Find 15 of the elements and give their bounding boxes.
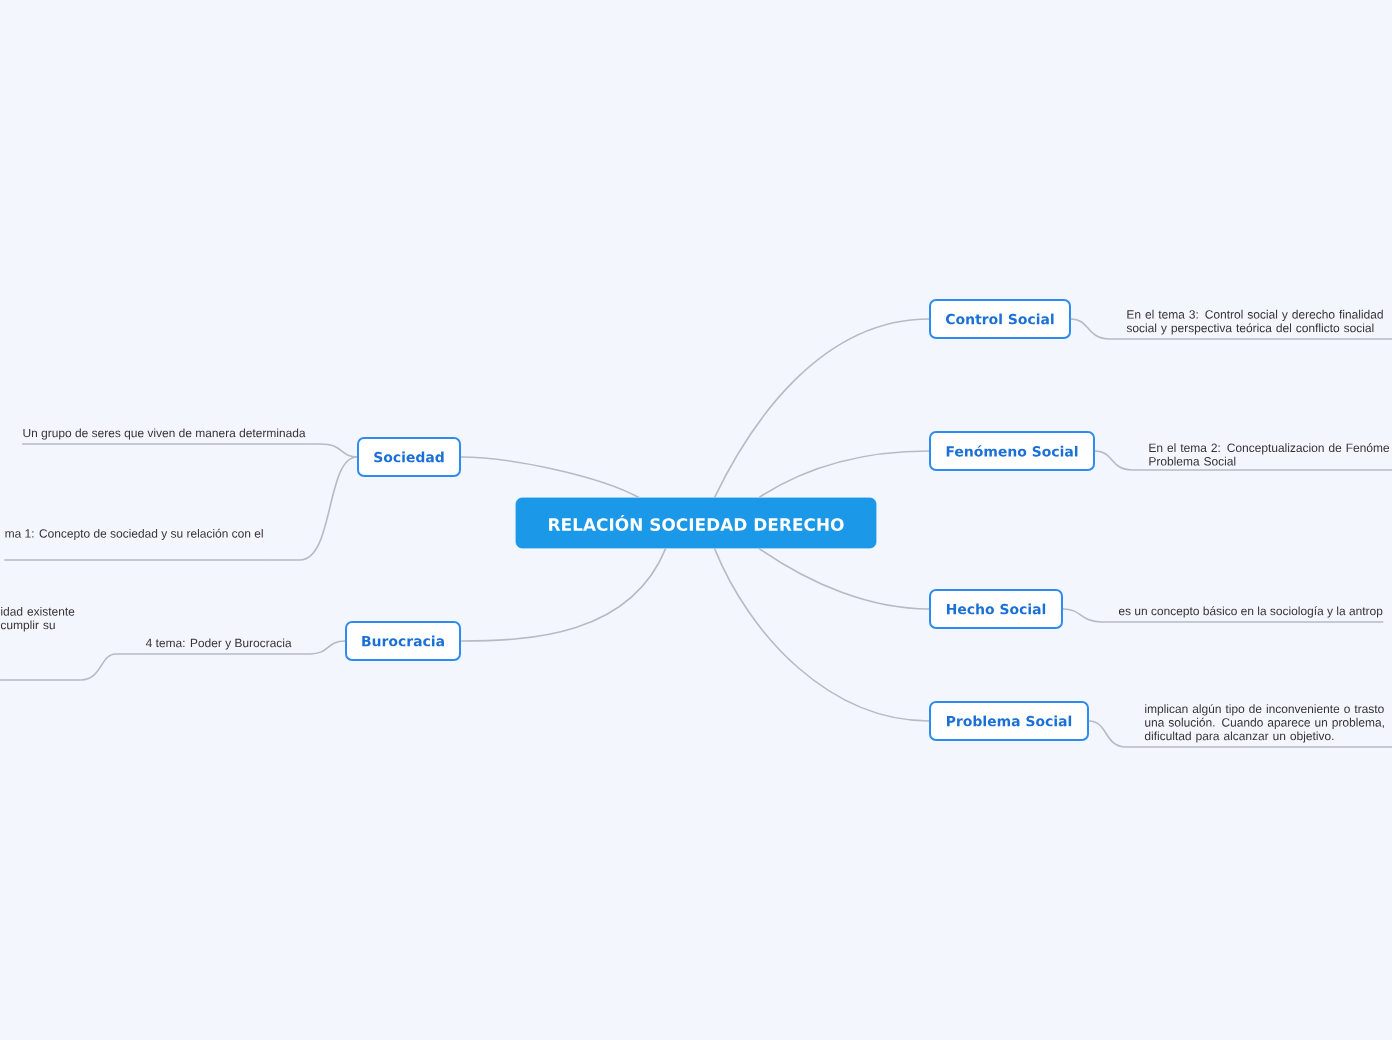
connector-line [460,456,640,499]
connector-line [1070,318,1127,340]
connector-line [713,318,930,499]
connector-line [758,547,930,610]
connector-line [80,653,147,681]
connector-line [758,450,930,499]
connector-line [305,443,358,458]
connector-line [460,547,667,642]
connector-line [1088,720,1145,748]
connector-line [1094,450,1149,471]
connector-line [263,456,358,561]
connector-line [291,640,346,655]
connector-line [1062,608,1119,623]
central-topic-box: RELACIÓN SOCIEDAD DERECHO [515,497,877,549]
connector-line [713,547,930,722]
